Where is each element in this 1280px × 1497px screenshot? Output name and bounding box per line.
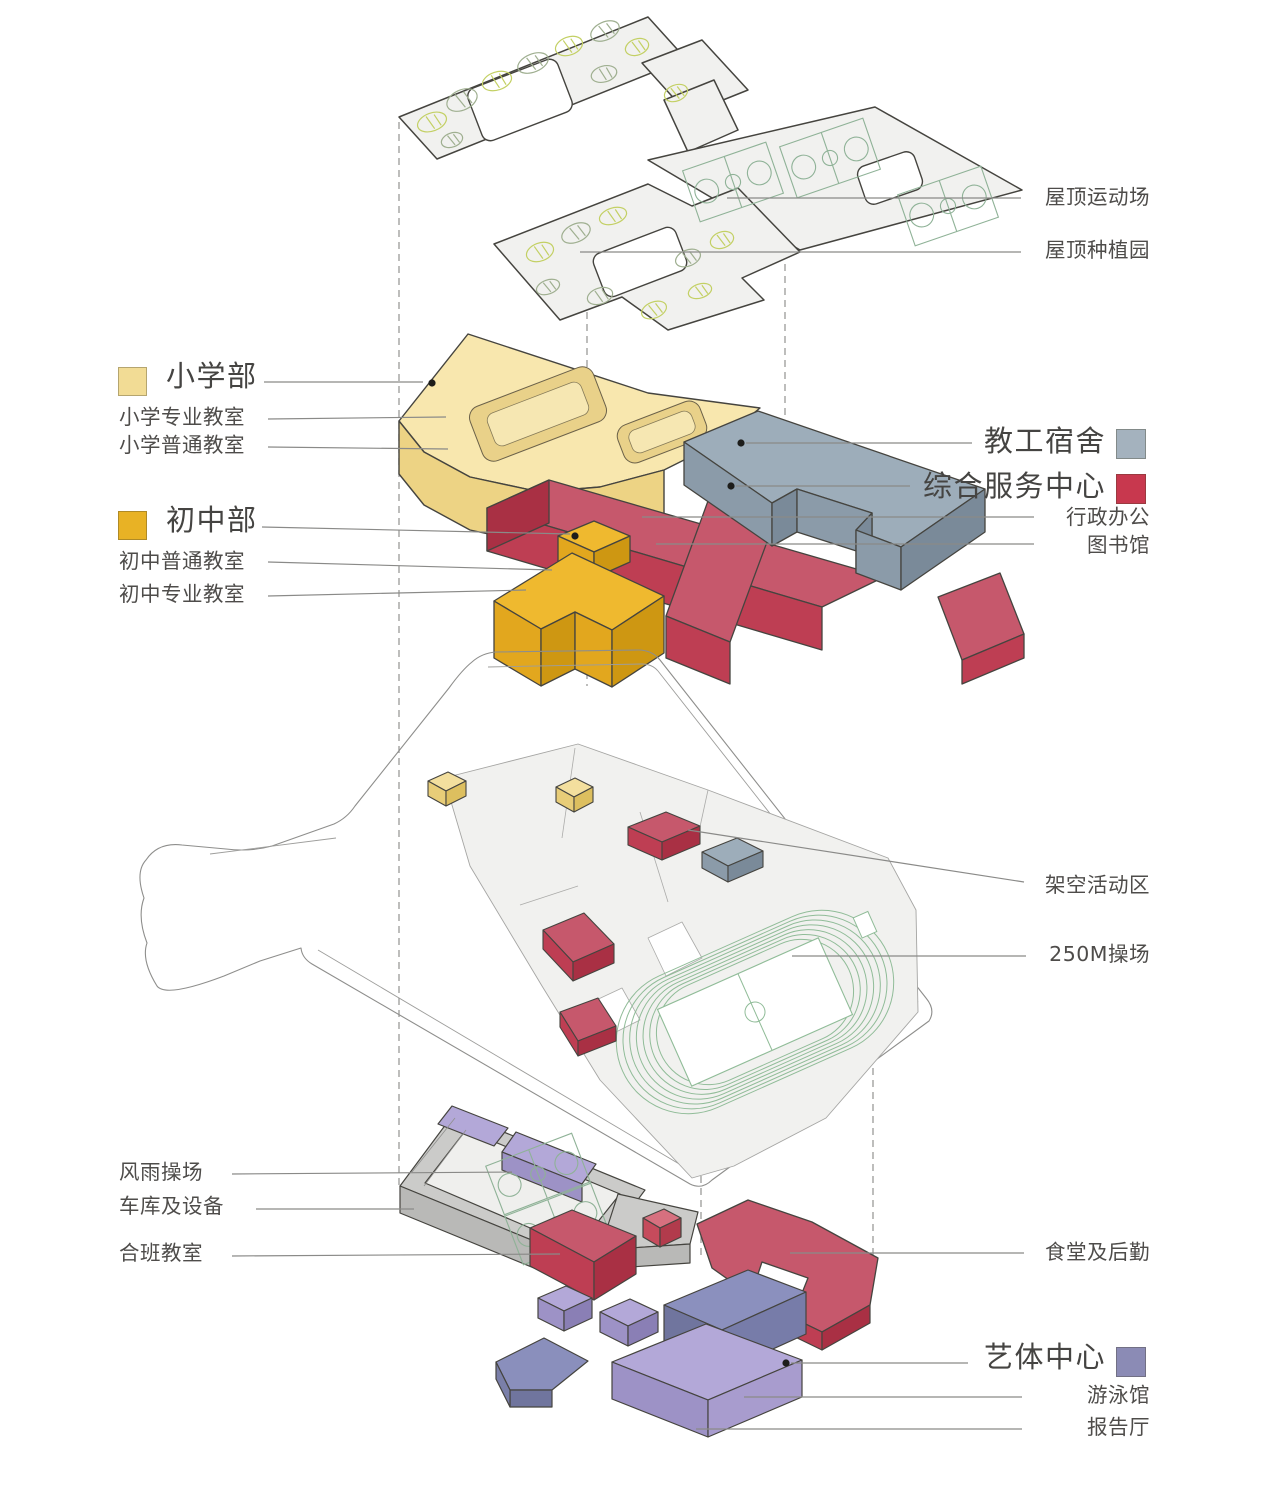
- label-service-center: 综合服务中心: [922, 469, 1106, 503]
- label-arts-sports-center: 艺体中心: [983, 1340, 1106, 1374]
- leader-dots: [428, 379, 790, 1367]
- label-windrain-playground: 风雨操场: [119, 1160, 203, 1184]
- label-junior-general-rooms: 初中普通教室: [119, 549, 245, 573]
- label-canteen-logistics: 食堂及后勤: [1045, 1240, 1150, 1264]
- leader-lines: [231, 197, 1034, 1430]
- label-roof-sports-field: 屋顶运动场: [1045, 185, 1150, 209]
- podium-layer: [399, 1105, 879, 1438]
- label-garage-equipment: 车库及设备: [119, 1194, 224, 1218]
- label-combined-classroom: 合班教室: [119, 1241, 203, 1265]
- classroom-layer: [398, 333, 1025, 688]
- label-primary-general-rooms: 小学普通教室: [119, 433, 245, 457]
- label-primary-special-rooms: 小学专业教室: [119, 405, 245, 429]
- label-primary-school: 小学部: [166, 359, 258, 393]
- label-stilt-activity-area: 架空活动区: [1045, 873, 1150, 897]
- legend-swatch-staff-dormitory: [1116, 429, 1146, 459]
- legend-swatch-service-center: [1116, 474, 1146, 504]
- roof-layer: [398, 16, 1023, 331]
- label-roof-planting-garden: 屋顶种植园: [1045, 238, 1150, 262]
- label-lecture-hall: 报告厅: [1087, 1415, 1150, 1439]
- label-library: 图书馆: [1087, 533, 1150, 557]
- site-plan-layer: [139, 649, 933, 1187]
- label-staff-dormitory: 教工宿舍: [983, 424, 1106, 458]
- label-swimming-hall: 游泳馆: [1087, 1383, 1150, 1407]
- label-junior-school: 初中部: [166, 503, 258, 537]
- legend-swatch-primary-school: [118, 367, 147, 396]
- label-junior-special-rooms: 初中专业教室: [119, 582, 245, 606]
- label-250m-track: 250M操场: [1049, 942, 1150, 966]
- legend-swatch-arts-sports-center: [1116, 1347, 1146, 1377]
- label-admin-office: 行政办公: [1066, 505, 1150, 529]
- legend-swatch-junior-school: [118, 511, 147, 540]
